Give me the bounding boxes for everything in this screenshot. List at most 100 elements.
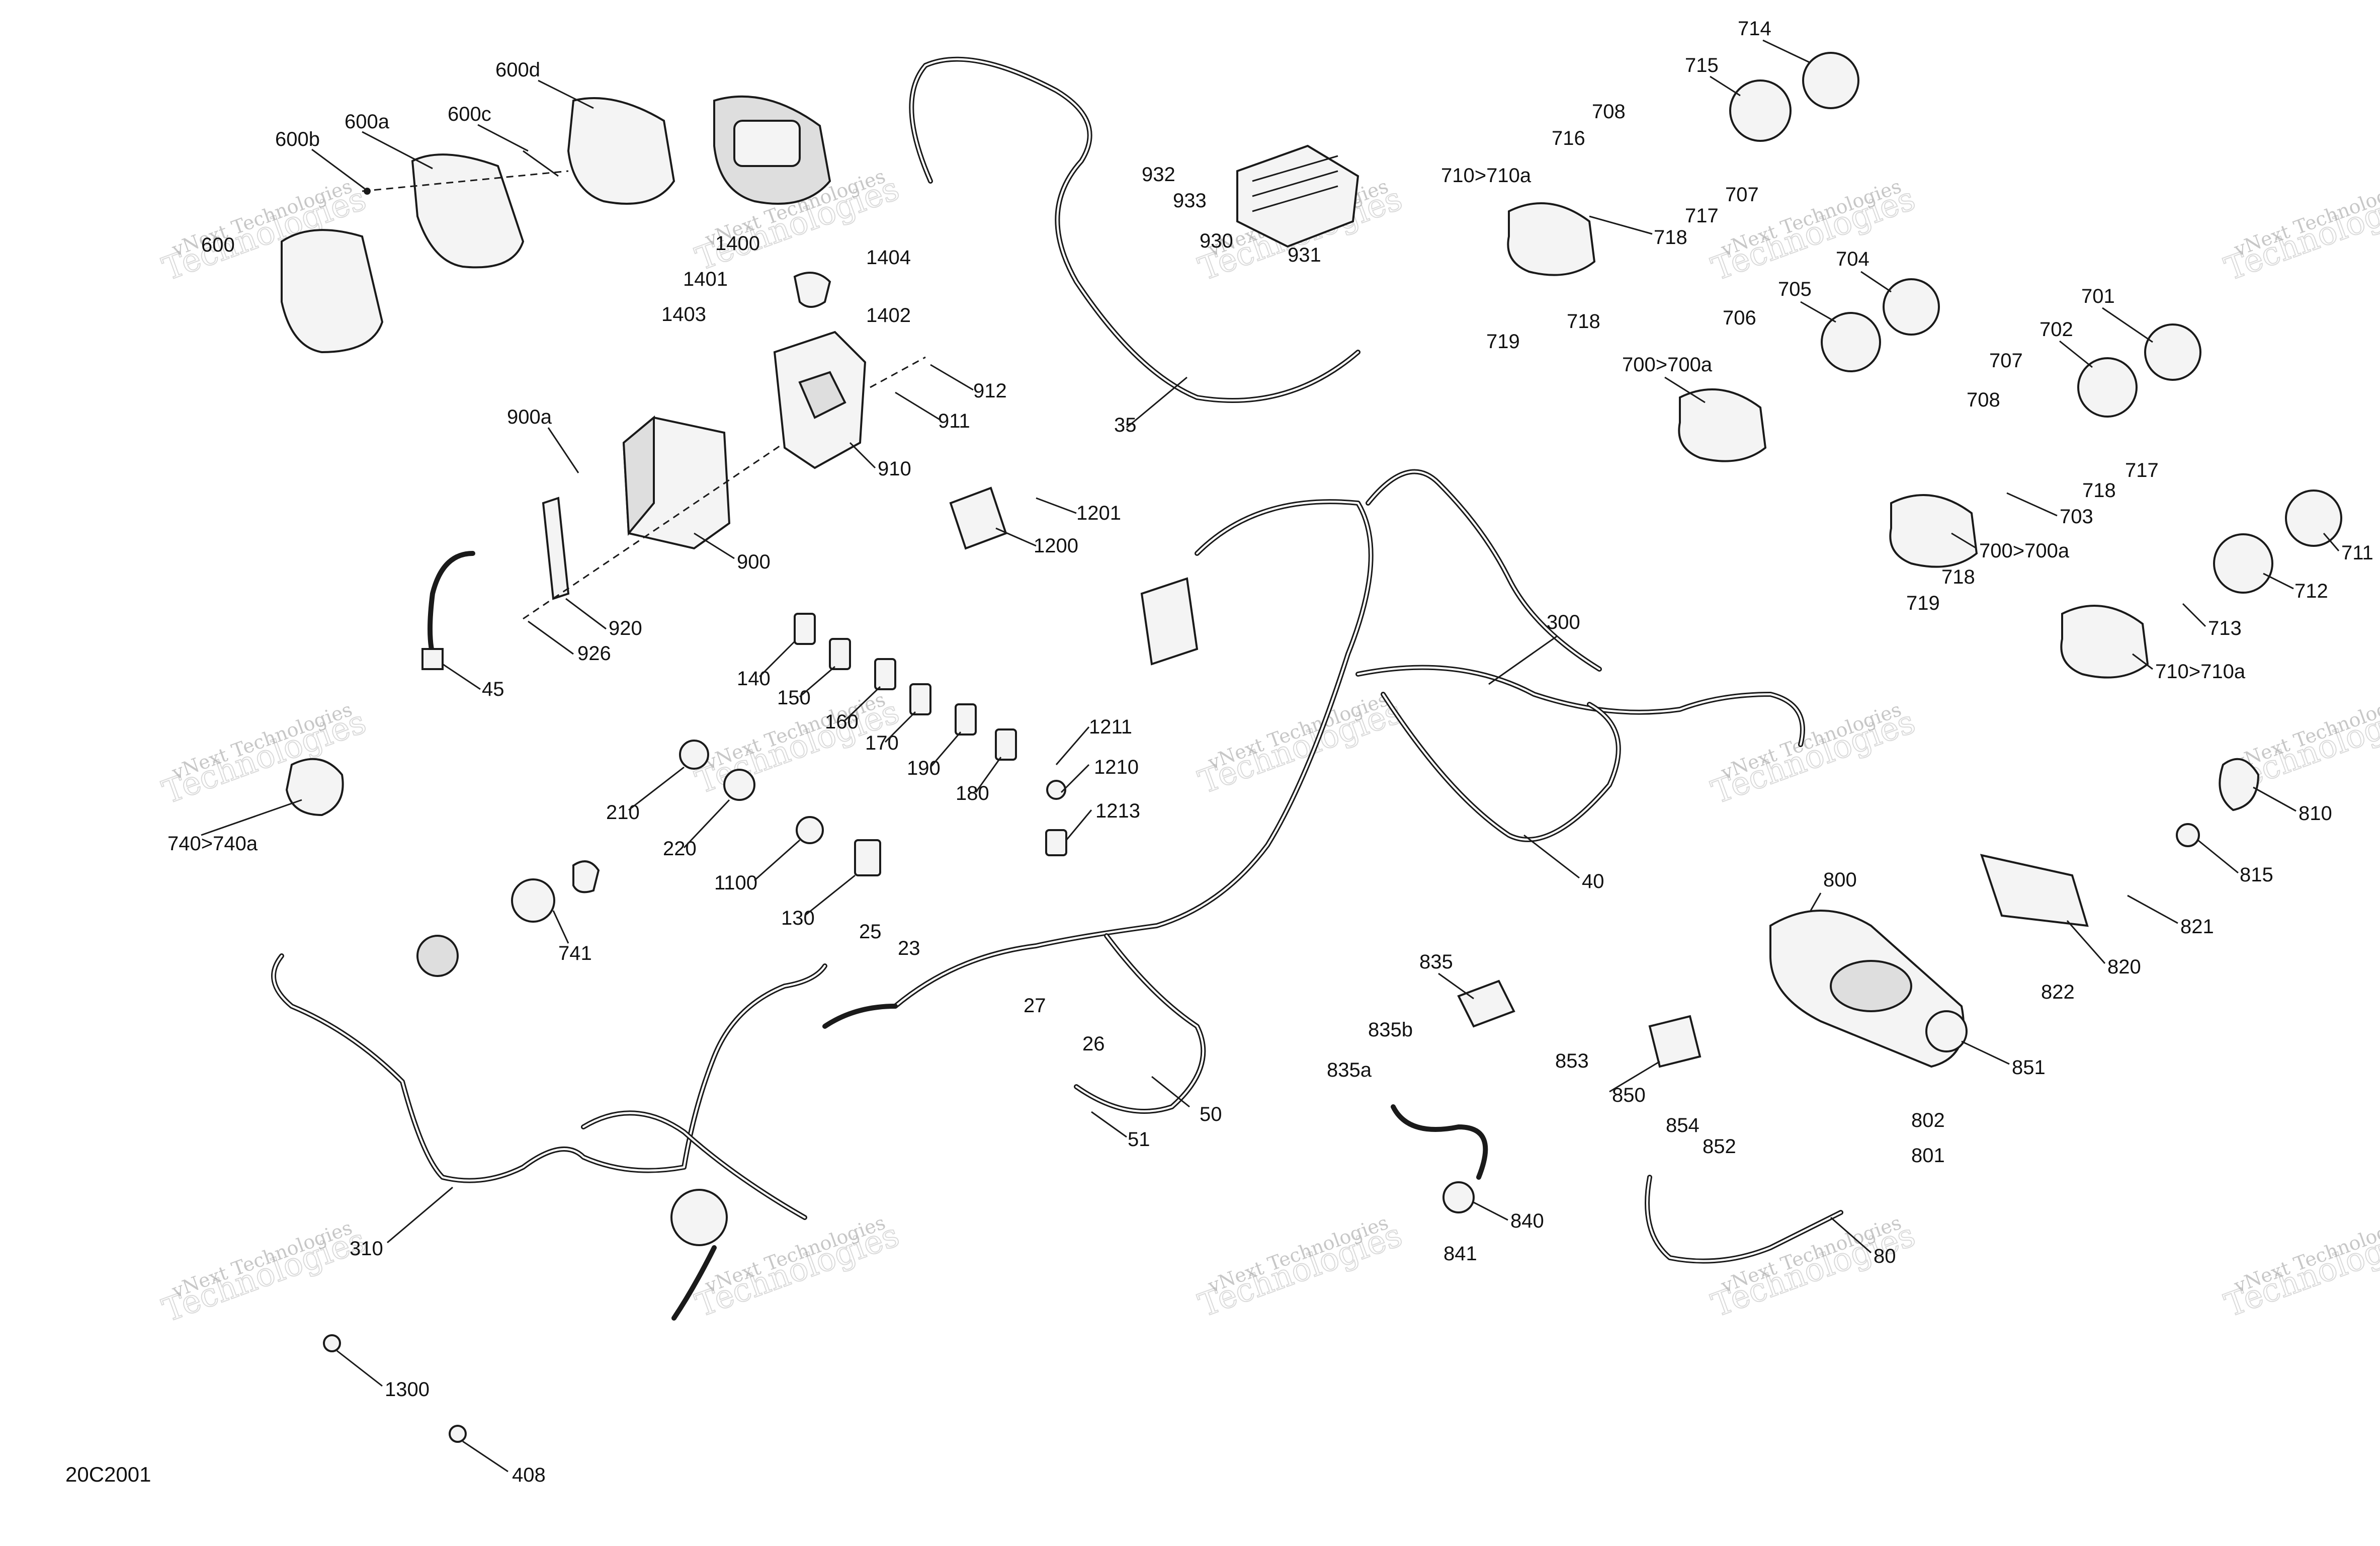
solenoid-850	[1648, 1015, 1702, 1068]
part-headlights[interactable]	[1507, 52, 2342, 679]
callout-841: 841	[1443, 1243, 1477, 1265]
part-harness-35[interactable]	[909, 56, 1361, 403]
switch-180	[995, 728, 1017, 761]
lamp-741	[511, 878, 555, 923]
callout-704: 704	[1836, 248, 1869, 270]
callout-821: 821	[2180, 916, 2214, 938]
switch-150	[829, 638, 851, 670]
callout-1200: 1200	[1034, 535, 1078, 557]
callout-801: 801	[1911, 1145, 1945, 1167]
callout-600c: 600c	[448, 103, 491, 125]
callout-712: 712	[2294, 580, 2328, 602]
callout-80: 80	[1874, 1245, 1896, 1267]
callout-741: 741	[558, 942, 592, 964]
callout-854: 854	[1666, 1114, 1699, 1136]
assembly-line	[362, 170, 569, 192]
fuse-box-900-face	[622, 415, 655, 536]
callout-1401: 1401	[683, 268, 728, 290]
callout-718b: 718	[1567, 310, 1600, 333]
switch-140	[794, 613, 816, 645]
cluster-display	[733, 120, 801, 167]
leader-lines	[201, 39, 2340, 1473]
callout-718d: 718	[1941, 566, 1975, 588]
callout-802: 802	[1911, 1109, 1945, 1131]
callout-1210: 1210	[1094, 756, 1139, 778]
callout-912: 912	[973, 380, 1007, 402]
callout-719b: 719	[1906, 592, 1940, 614]
relay-1210	[1046, 780, 1066, 800]
callout-600a: 600a	[345, 111, 390, 133]
part-regulator[interactable]	[1236, 144, 1359, 248]
screw-600c	[523, 150, 559, 177]
callout-1100: 1100	[714, 872, 757, 894]
callout-25: 25	[859, 921, 882, 943]
switch-160	[874, 658, 896, 690]
harness-310	[271, 953, 827, 1183]
part-solenoid[interactable]	[1648, 1015, 1702, 1068]
switch-170	[909, 683, 931, 715]
callout-300: 300	[1547, 611, 1580, 633]
harness-300-top	[1366, 469, 1602, 672]
part-instrument-cluster[interactable]	[281, 95, 831, 354]
harness-310-tail	[671, 1245, 717, 1321]
callout-719a: 719	[1486, 331, 1520, 353]
part-winch[interactable]	[1645, 758, 2260, 1264]
part-sensor[interactable]	[1391, 980, 1515, 1213]
fairlead-820	[1980, 854, 2089, 927]
callout-711: 711	[2341, 542, 2373, 564]
part-fuse-box[interactable]	[523, 272, 926, 620]
diagram-code: 20C2001	[65, 1462, 151, 1486]
callout-840: 840	[1510, 1210, 1544, 1232]
callout-835: 835	[1419, 951, 1453, 973]
callout-835a: 835a	[1327, 1059, 1372, 1081]
cap-741	[572, 860, 600, 893]
callout-180: 180	[956, 782, 989, 804]
callout-910: 910	[878, 458, 911, 480]
harness-50	[1074, 933, 1206, 1114]
callout-851: 851	[2012, 1056, 2046, 1079]
callout-701: 701	[2081, 285, 2115, 307]
callout-710a: 710>710a	[1441, 165, 1532, 187]
callout-931: 931	[1288, 244, 1321, 266]
sensor-840	[1442, 1181, 1475, 1213]
part-harness-310[interactable]	[271, 953, 827, 1321]
sensor-835	[1457, 980, 1515, 1028]
callout-702: 702	[2039, 318, 2073, 341]
winch-motor-end	[1925, 1010, 1968, 1052]
callout-714: 714	[1738, 18, 1771, 40]
harness-left-lead	[822, 1004, 898, 1029]
bracket-1200	[949, 486, 1007, 550]
part-main-harness[interactable]	[822, 469, 1805, 1114]
screw-600b	[364, 188, 371, 195]
part-switches[interactable]	[794, 613, 1017, 761]
callout-23: 23	[898, 937, 920, 959]
watermark: Technologies vNext Technologies	[1707, 698, 1920, 812]
callout-1201: 1201	[1076, 502, 1121, 524]
callout-310: 310	[350, 1238, 383, 1260]
callout-1402: 1402	[866, 304, 911, 327]
callout-718c: 718	[2082, 479, 2116, 502]
watermark: Technologies vNext Technologies	[2220, 175, 2380, 289]
callout-716: 716	[1552, 127, 1585, 149]
socket-220	[723, 769, 755, 801]
callout-810: 810	[2299, 802, 2332, 825]
ring-712	[2213, 533, 2273, 594]
callout-35: 35	[1114, 414, 1137, 436]
ring-711	[2285, 490, 2342, 547]
part-fasteners[interactable]	[323, 780, 1067, 1443]
callout-713: 713	[2208, 617, 2242, 639]
callout-710b: 710>710a	[2155, 661, 2246, 683]
callout-408: 408	[512, 1464, 546, 1486]
harness-40	[1381, 692, 1621, 842]
watermark: Technologies vNext Technologies	[2220, 1211, 2380, 1325]
headlight-700-mid	[1889, 494, 1978, 568]
callout-27: 27	[1024, 995, 1046, 1017]
callout-835b: 835b	[1368, 1019, 1413, 1041]
cable-45-end	[421, 648, 444, 670]
nut-408	[449, 1425, 467, 1443]
assembly-line	[523, 442, 785, 620]
module-130	[854, 839, 881, 876]
ring-705	[1821, 312, 1881, 372]
callout-160: 160	[825, 711, 859, 733]
callout-labels: 600 600a 600b 600c 600d 1400 1401 1402 1…	[65, 18, 2373, 1486]
